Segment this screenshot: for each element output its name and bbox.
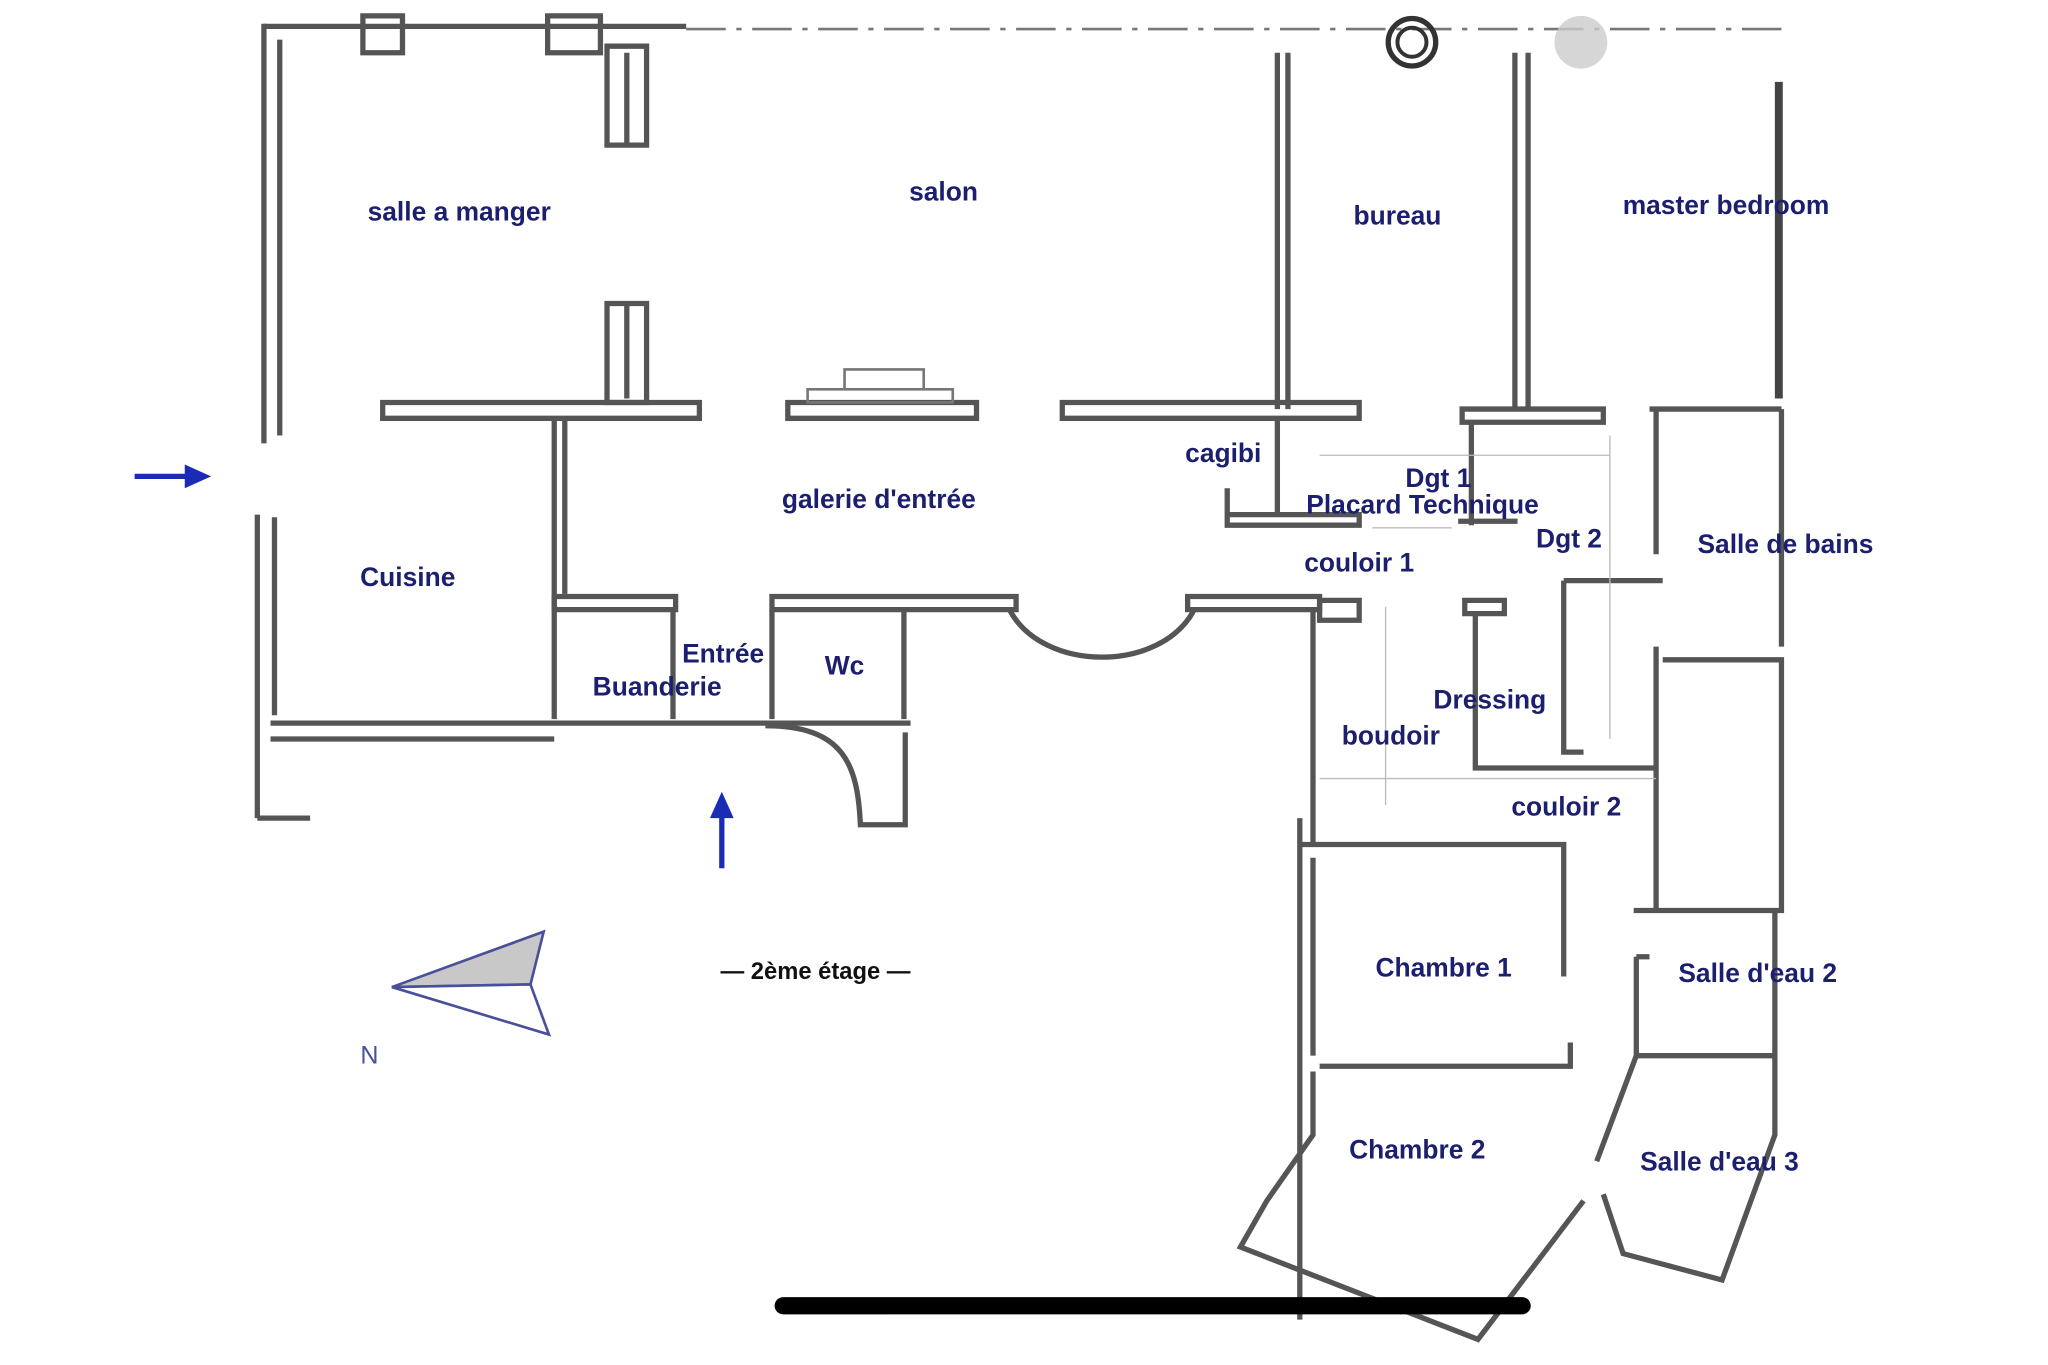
copyright-icon [1385,15,1439,69]
room-label-salle-a-manger: salle a manger [368,196,551,226]
north-label: N [360,1042,378,1070]
room-label-chambre1: Chambre 1 [1375,953,1511,983]
room-label-bureau: bureau [1353,200,1441,230]
room-label-boudoir: boudoir [1342,720,1440,750]
room-label-placard-technique: Placard Technique [1306,489,1539,519]
room-label-cuisine: Cuisine [360,562,455,592]
room-label-salon: salon [909,177,978,207]
room-label-chambre2: Chambre 2 [1349,1135,1485,1165]
north-arrow-icon [391,929,552,1037]
room-label-salle-eau2: Salle d'eau 2 [1678,958,1837,988]
floor-title: — 2ème étage — [720,958,910,985]
room-label-wc: Wc [825,650,865,680]
room-label-couloir2: couloir 2 [1511,792,1621,822]
room-label-dressing: Dressing [1433,685,1546,715]
room-label-salle-eau3: Salle d'eau 3 [1640,1146,1799,1176]
room-label-dgt1: Dgt 1 [1405,463,1471,493]
room-label-buanderie: Buanderie [593,671,722,701]
room-label-master-bedroom: master bedroom [1623,190,1830,220]
room-label-galerie: galerie d'entrée [782,484,976,514]
entrance-arrow-south-icon [709,791,734,869]
room-label-dgt2: Dgt 2 [1536,524,1602,554]
marker-dot-icon [1554,15,1608,69]
home-indicator[interactable] [774,1297,1531,1315]
room-label-entree: Entrée [682,638,764,668]
room-label-couloir1: couloir 1 [1304,547,1414,577]
walls [254,13,1785,1343]
room-label-cagibi: cagibi [1185,438,1261,468]
entrance-arrow-west-icon [134,464,212,489]
room-label-salle-de-bains: Salle de bains [1697,529,1873,559]
